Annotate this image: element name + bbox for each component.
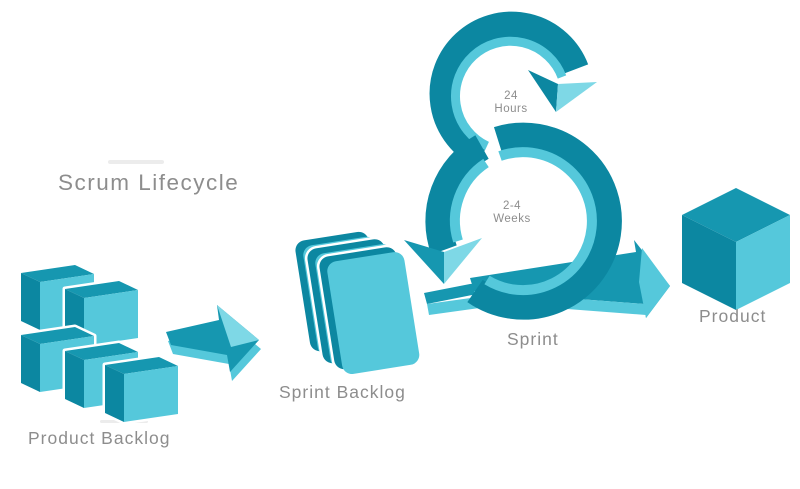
backlog-card [316, 243, 422, 378]
annotation-sprint-line2: Weeks [493, 213, 530, 225]
annotation-sprint-line1: 2-4 [503, 200, 521, 212]
backlog-cube [102, 354, 181, 425]
label-sprint: Sprint [507, 329, 559, 349]
daily-loop-arrowhead-icon [528, 70, 597, 112]
diagram-title: Scrum Lifecycle [58, 170, 239, 195]
sprint-spiral [404, 11, 670, 320]
annotation-daily-line2: Hours [494, 103, 527, 115]
sprint-backlog-cards [292, 228, 422, 378]
artifact-smudge-top [108, 160, 164, 164]
sprint-loop-arrowhead-icon [404, 238, 482, 284]
product-cube [682, 188, 790, 310]
annotation-daily-line1: 24 [504, 90, 518, 102]
product-backlog-cubes [18, 262, 181, 425]
label-sprint-backlog: Sprint Backlog [279, 382, 406, 402]
label-product-backlog: Product Backlog [28, 428, 170, 448]
label-product: Product [699, 306, 766, 326]
daily-loop [429, 11, 597, 168]
flow-arrow-icon [166, 305, 261, 381]
sprint-loop [404, 122, 622, 320]
